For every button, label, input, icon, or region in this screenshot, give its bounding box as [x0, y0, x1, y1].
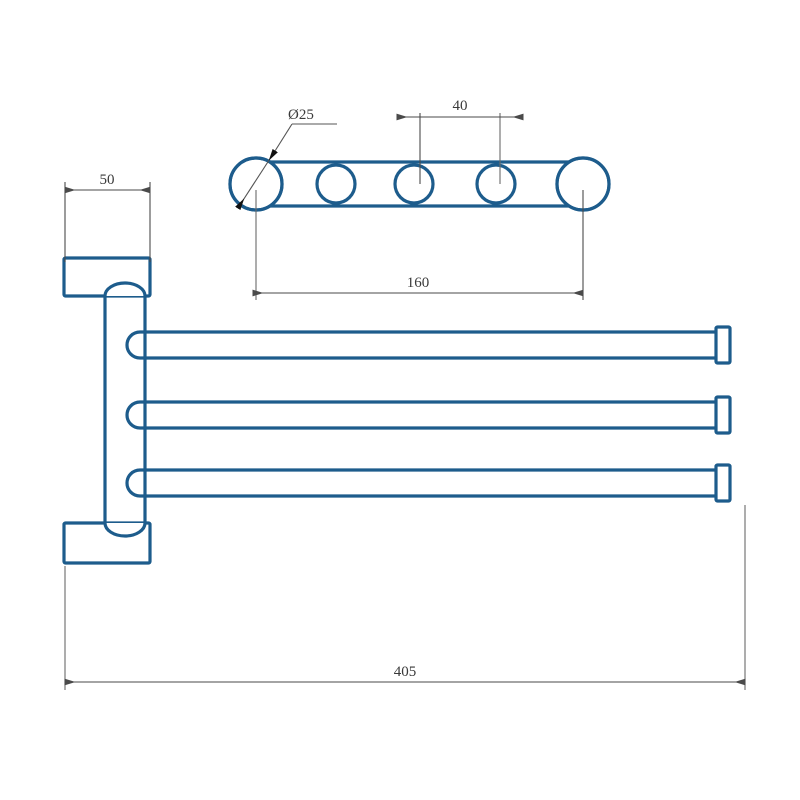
- arm-1-swivel-end: [125, 330, 141, 360]
- dim50-label: 50: [100, 172, 115, 188]
- arm-end-cap-3: [714, 463, 732, 503]
- hole-3: [475, 163, 517, 205]
- diameter-leader-elbow: [274, 123, 293, 152]
- diameter-leader-arrow-line: [235, 148, 278, 211]
- dimension-length-405: 405: [64, 505, 746, 690]
- hole-2: [393, 163, 435, 205]
- hole-1: [315, 163, 357, 205]
- dim405-label: 405: [394, 664, 417, 680]
- dimension-length-160: 160: [252, 190, 584, 300]
- arm-end-cap-2: [714, 395, 732, 435]
- side-view: 50 405: [62, 172, 746, 690]
- vertical-swivel-post: [103, 281, 147, 538]
- end-circle-right-fill: [558, 159, 608, 209]
- post-top-fillet: [103, 281, 147, 297]
- top-view: Ø25 40 160: [228, 98, 611, 300]
- dim160-label: 160: [407, 275, 430, 291]
- dimension-spacing-40: 40: [396, 98, 524, 184]
- dimension-width-50: 50: [64, 172, 151, 262]
- arm-3-swivel-end: [125, 468, 141, 498]
- dimension-diameter-25: Ø25: [235, 107, 337, 211]
- towel-arm-2: [125, 395, 732, 435]
- towel-arm-1: [125, 325, 732, 365]
- dim40-label: 40: [453, 98, 468, 114]
- towel-arm-3: [125, 463, 732, 503]
- diameter-25-label: Ø25: [288, 107, 314, 123]
- post-bottom-fillet: [103, 522, 147, 538]
- arm-2-swivel-end: [125, 400, 141, 430]
- arm-end-cap-1: [714, 325, 732, 365]
